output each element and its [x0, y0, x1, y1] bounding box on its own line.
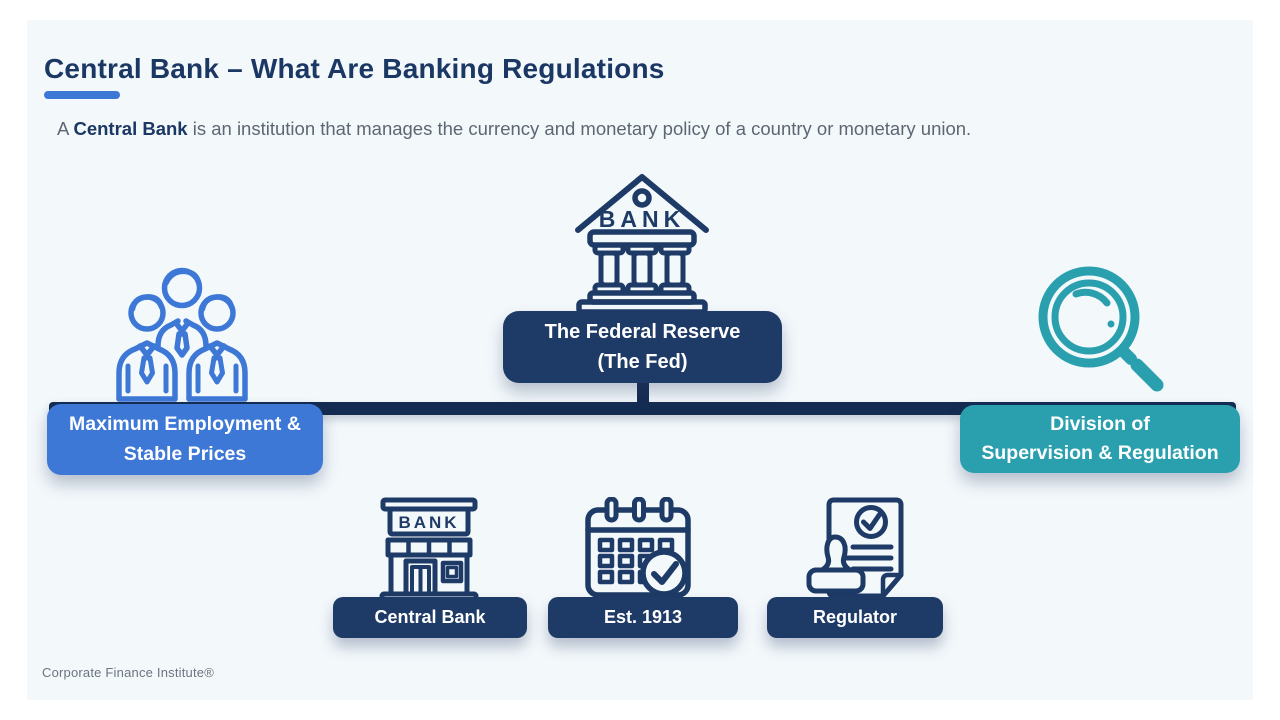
slide: Central Bank – What Are Banking Regulati… — [27, 20, 1253, 700]
supervision-line2: Supervision & Regulation — [981, 442, 1219, 464]
central-bank-label: Central Bank — [374, 607, 486, 627]
subtitle-prefix: A — [57, 118, 74, 139]
subtitle: A Central Bank is an institution that ma… — [57, 118, 971, 140]
supervision-line1: Division of — [1050, 412, 1150, 435]
subtitle-rest: is an institution that manages the curre… — [187, 118, 972, 139]
central-bank-card: Central Bank — [333, 597, 527, 638]
bank-building-icon: BANK — [575, 174, 709, 315]
people-group-icon — [116, 267, 248, 402]
page-title: Central Bank – What Are Banking Regulati… — [44, 53, 665, 84]
connector-bar — [49, 402, 1236, 415]
fed-reserve-card: The Federal Reserve (The Fed) — [503, 311, 782, 383]
bank-storefront-icon: BANK — [379, 497, 479, 601]
fed-reserve-line1: The Federal Reserve — [544, 321, 741, 343]
title-accent-bar — [44, 91, 120, 99]
mandate-card: Maximum Employment & Stable Prices — [47, 404, 323, 475]
supervision-card: Division of Supervision & Regulation — [960, 405, 1240, 473]
subtitle-keyword: Central Bank — [73, 118, 188, 139]
fed-reserve-line2: (The Fed) — [597, 351, 688, 373]
storefront-sign-text: BANK — [398, 513, 459, 532]
regulator-card: Regulator — [767, 597, 943, 638]
magnifier-icon — [1038, 266, 1164, 392]
est-1913-label: Est. 1913 — [603, 607, 683, 627]
mandate-line2: Stable Prices — [123, 442, 247, 465]
bank-sign-text: BANK — [599, 206, 685, 232]
est-1913-card: Est. 1913 — [548, 597, 738, 638]
mandate-line1: Maximum Employment & — [69, 413, 301, 436]
calendar-check-icon — [585, 497, 691, 598]
regulator-label: Regulator — [812, 607, 897, 627]
brand-footer: Corporate Finance Institute® — [42, 665, 214, 680]
stamp-document-icon — [806, 497, 904, 599]
